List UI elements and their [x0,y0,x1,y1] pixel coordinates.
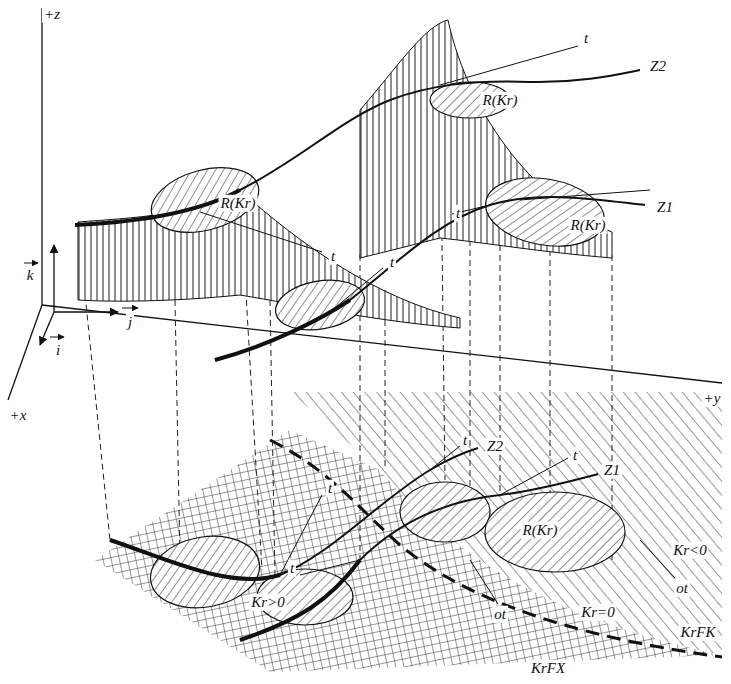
figure-label: i [54,342,62,359]
figure-label: t [388,254,396,271]
figure-label: Z1 [602,462,622,479]
tangent-lines [200,46,675,604]
figure-label: t [454,205,462,222]
figure-label: t [288,560,296,577]
figure-label: R(Kr) [219,195,258,212]
space-curves [75,70,645,640]
figure-label: t [571,447,579,464]
figure-label: t [461,432,469,449]
figure-label: R(Kr) [481,92,520,109]
axes [8,8,722,400]
zero-curve [270,440,722,657]
figure-label: Kr=0 [579,604,616,621]
figure-label: t [329,248,337,265]
figure-label: t [326,480,334,497]
figure-label: +z [42,6,62,23]
figure-label: j [126,314,134,331]
figure-label: +y [702,390,723,407]
figure-label: Kr>0 [249,594,286,611]
figure-label: KrFX [529,660,567,677]
figure-label: +x [8,407,29,424]
figure-label: KrFK [678,624,717,641]
surface-fin [360,20,612,258]
curvature-ellipse [144,82,610,336]
figure-label: Z2 [485,438,505,455]
figure-label: Z1 [655,199,675,216]
figure-label: ot [674,580,690,597]
figure-label: R(Kr) [569,217,608,234]
positive-region [95,430,722,672]
figure-label: Z2 [648,58,668,75]
figure-label: t [582,30,590,47]
figure-label: ot [492,606,508,623]
figure-label: R(Kr) [521,522,560,539]
figure-label: Kr<0 [671,542,708,559]
figure-label: k [25,267,36,284]
